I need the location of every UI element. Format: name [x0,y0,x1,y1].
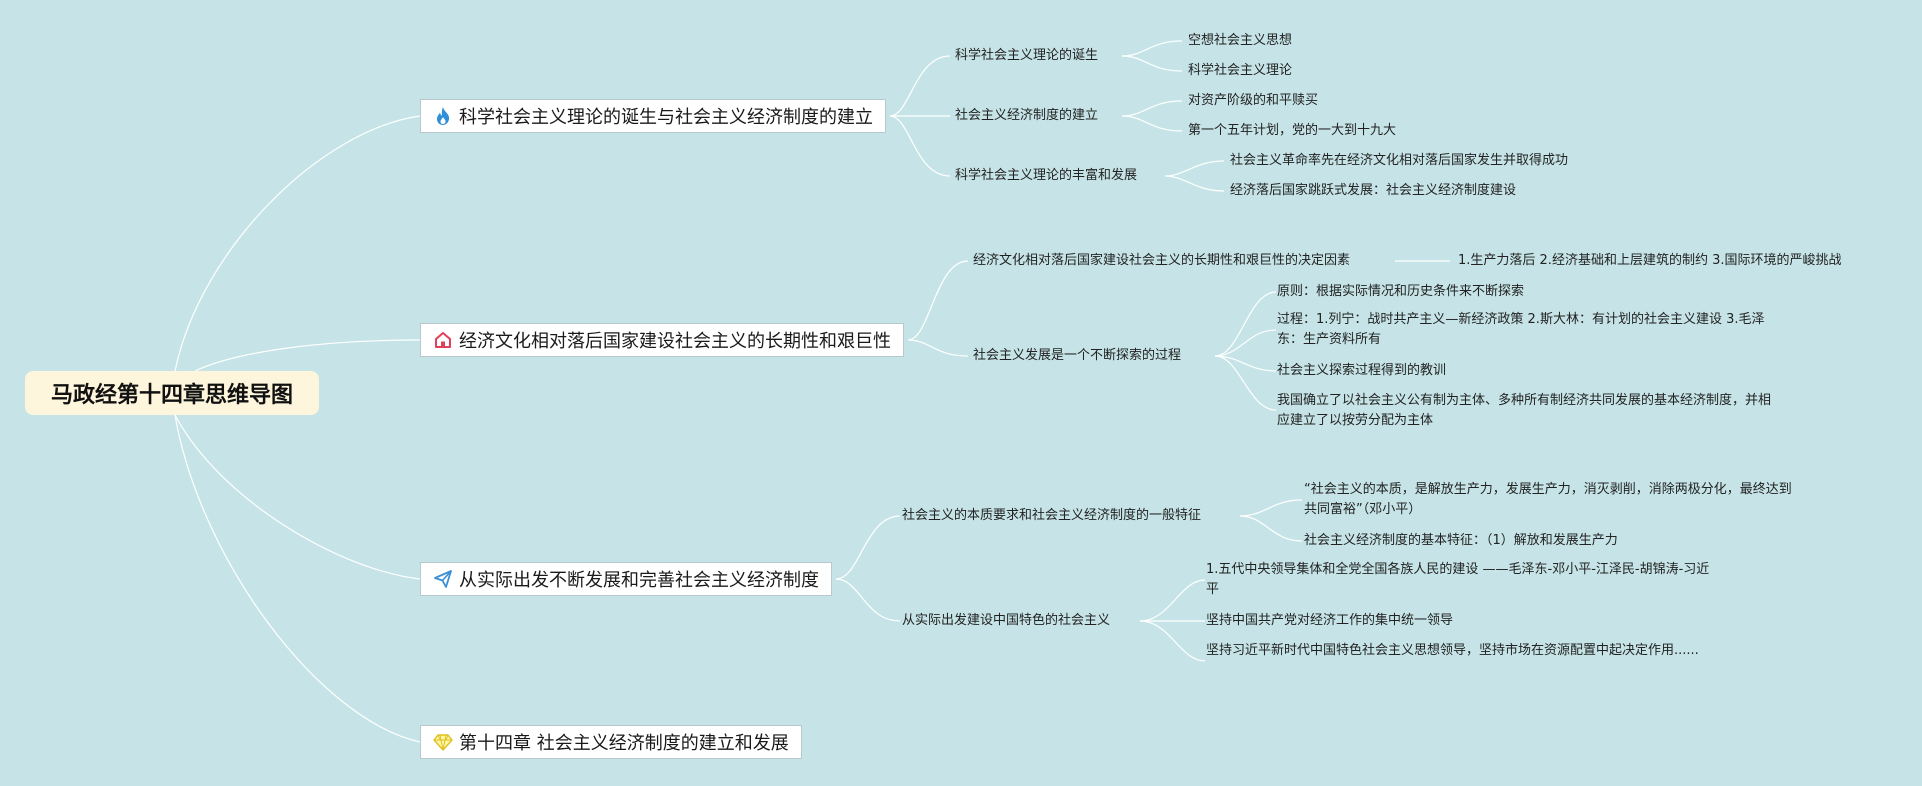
b3c2-leaf-2[interactable]: 坚持中国共产党对经济工作的集中统一领导 [1206,613,1454,628]
link-b3c2-g3 [1139,620,1206,662]
link-b2-c2 [907,339,969,357]
b1c2-leaf-2[interactable]: 第一个五年计划，党的一大到十九大 [1188,123,1397,138]
link-b3c1-g1 [1239,499,1303,517]
link-root-b3 [174,414,421,580]
branch-2-topic[interactable]: 经济文化相对落后国家建设社会主义的长期性和艰巨性 [420,323,904,357]
root-topic[interactable]: 马政经第十四章思维导图 [25,371,319,415]
link-b1-c1 [889,55,951,117]
link-b2c2-g4 [1214,355,1277,411]
b1c3-leaf-2[interactable]: 经济落后国家跳跃式发展：社会主义经济制度建设 [1230,183,1517,198]
b2-child-2[interactable]: 社会主义发展是一个不断探索的过程 [973,348,1182,363]
b1c2-leaf-1[interactable]: 对资产阶级的和平赎买 [1188,93,1319,108]
link-root-b1 [174,115,421,372]
link-b1c3-g2 [1164,175,1225,192]
house-icon [433,330,453,350]
b3c2-leaf-3[interactable]: 坚持习近平新时代中国特色社会主义思想领导，坚持市场在资源配置中起决定作用....… [1206,643,1699,658]
b1c1-leaf-2[interactable]: 科学社会主义理论 [1188,63,1293,78]
paper-plane-icon [433,569,453,589]
branch-4-title: 第十四章 社会主义经济制度的建立和发展 [459,733,789,754]
link-b1c2-g2 [1121,115,1183,132]
b3c1-leaf-1[interactable]: “社会主义的本质，是解放生产力，发展生产力，消灭剥削，消除两极分化，最终达到共同… [1304,482,1792,517]
link-root-b4 [174,414,421,743]
b2c2-leaf-4[interactable]: 我国确立了以社会主义公有制为主体、多种所有制经济共同发展的基本经济制度，并相应建… [1277,393,1772,428]
b1c3-leaf-1[interactable]: 社会主义革命率先在经济文化相对落后国家发生并取得成功 [1230,153,1569,168]
diamond-icon [433,732,453,752]
b2c2-leaf-1[interactable]: 原则：根据实际情况和历史条件来不断探索 [1277,284,1525,299]
link-b2c2-g3 [1214,355,1277,372]
b2-child-1[interactable]: 经济文化相对落后国家建设社会主义的长期性和艰巨性的决定因素 [973,253,1351,268]
branch-3-title: 从实际出发不断发展和完善社会主义经济制度 [459,570,819,591]
link-b2c2-g2 [1214,329,1277,357]
link-b1-c3 [889,115,951,177]
link-b1c2-g1 [1121,100,1183,117]
link-b2-c1 [907,260,969,341]
b2c2-leaf-2[interactable]: 过程：1.列宁：战时共产主义—新经济政策 2.斯大林：有计划的社会主义建设 3.… [1277,312,1765,347]
b1-child-2[interactable]: 社会主义经济制度的建立 [955,108,1099,123]
link-b3c2-g1 [1139,579,1206,622]
branch-1-topic[interactable]: 科学社会主义理论的诞生与社会主义经济制度的建立 [420,99,886,133]
branch-2-title: 经济文化相对落后国家建设社会主义的长期性和艰巨性 [459,331,891,352]
fire-icon [433,106,453,126]
b1c1-leaf-1[interactable]: 空想社会主义思想 [1188,33,1293,48]
link-b3-c2 [835,578,901,622]
b1-child-3[interactable]: 科学社会主义理论的丰富和发展 [955,168,1138,183]
link-root-b2 [194,339,421,372]
link-b3-c1 [835,515,901,580]
b3c2-leaf-1[interactable]: 1.五代中央领导集体和全党全国各族人民的建设 ——毛泽东-邓小平-江泽民-胡锦涛… [1206,562,1710,597]
b3c1-leaf-2[interactable]: 社会主义经济制度的基本特征：（1）解放和发展生产力 [1304,533,1618,548]
link-b3c1-g2 [1239,515,1303,542]
link-b1c1-g1 [1121,40,1183,57]
link-b1c1-g2 [1121,55,1183,72]
b3-child-1[interactable]: 社会主义的本质要求和社会主义经济制度的一般特征 [902,508,1202,523]
b2c2-leaf-3[interactable]: 社会主义探索过程得到的教训 [1277,363,1447,378]
link-b1c3-g1 [1164,160,1225,177]
branch-3-topic[interactable]: 从实际出发不断发展和完善社会主义经济制度 [420,562,832,596]
b2c1-leaf-1[interactable]: 1.生产力落后 2.经济基础和上层建筑的制约 3.国际环境的严峻挑战 [1458,253,1842,268]
root-title: 马政经第十四章思维导图 [50,383,293,408]
branch-4-topic[interactable]: 第十四章 社会主义经济制度的建立和发展 [420,725,802,759]
b1-child-1[interactable]: 科学社会主义理论的诞生 [955,48,1099,63]
branch-1-title: 科学社会主义理论的诞生与社会主义经济制度的建立 [459,107,873,128]
b3-child-2[interactable]: 从实际出发建设中国特色的社会主义 [902,613,1111,628]
link-b2c2-g1 [1214,291,1277,357]
